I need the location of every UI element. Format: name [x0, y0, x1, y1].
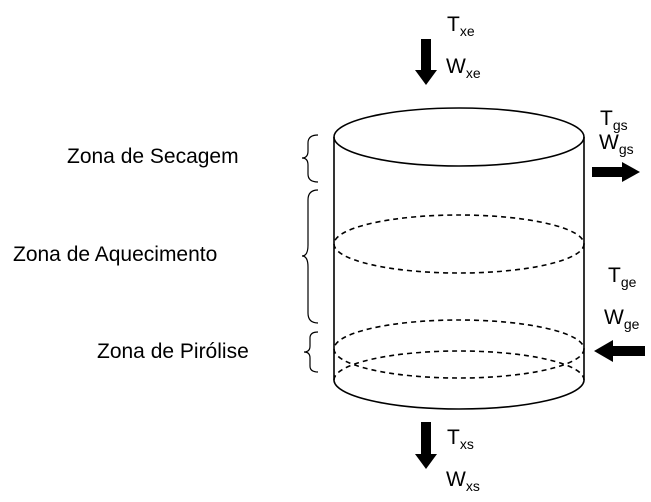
solid-inlet-arrow	[415, 39, 437, 85]
solid-outlet-flow: Wxs	[446, 468, 480, 494]
gas-inlet-arrow	[594, 340, 645, 362]
brace-secagem	[301, 134, 319, 183]
zone-label-aquecimento: Zona de Aquecimento	[13, 243, 218, 266]
reactor-cylinder	[333, 107, 585, 410]
solid-inlet-temperature: Txe	[447, 13, 475, 39]
gas-outlet-flow: Wgs	[599, 131, 634, 157]
gas-outlet-temperature: Tgs	[600, 107, 628, 133]
brace-pirolise	[303, 331, 319, 373]
solid-inlet-flow: Wxe	[446, 55, 481, 81]
cylinder-top-ellipse	[333, 107, 585, 167]
gas-inlet-flow: Wge	[604, 306, 640, 332]
zone-label-secagem: Zona de Secagem	[67, 145, 239, 168]
zone-divider-lower	[333, 319, 585, 379]
cylinder-bottom-arc-hidden	[333, 350, 585, 381]
gas-outlet-arrow	[592, 162, 640, 182]
brace-aquecimento	[301, 189, 319, 324]
solid-outlet-temperature: Txs	[447, 426, 474, 452]
zone-label-pirolise: Zona de Pirólise	[97, 340, 249, 363]
zone-divider-upper	[333, 214, 585, 274]
gas-inlet-temperature: Tge	[608, 264, 637, 290]
cylinder-bottom-arc	[333, 379, 585, 410]
solid-outlet-arrow	[415, 422, 437, 469]
